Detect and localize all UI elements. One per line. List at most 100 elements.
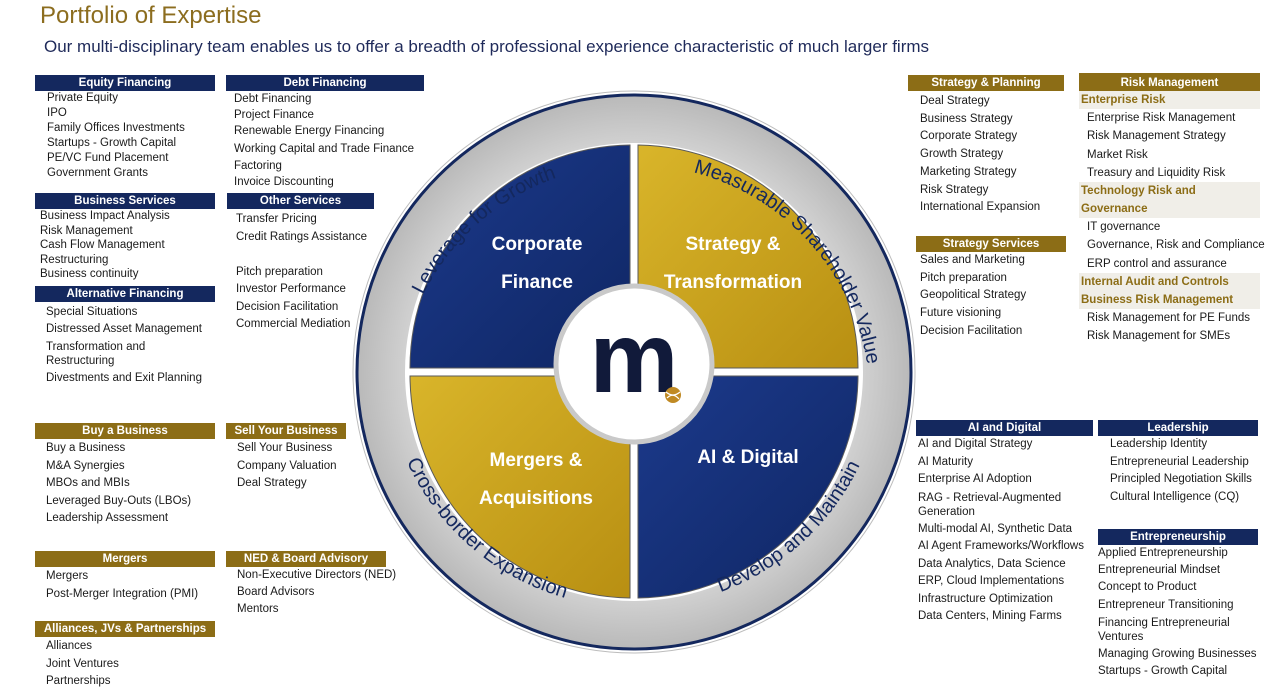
list-item: M&A Synergies — [46, 459, 125, 472]
list-item: Decision Facilitation — [236, 300, 339, 313]
list-item: Invoice Discounting — [234, 175, 334, 188]
quadrant-label: Mergers & — [490, 450, 583, 471]
list-item: Special Situations — [46, 306, 138, 318]
list-item: Startups - Growth Capital — [1098, 665, 1228, 678]
list-item: Applied Entrepreneurship — [1098, 547, 1228, 559]
list-item: Business Impact Analysis — [40, 210, 170, 222]
list-item: Board Advisors — [237, 586, 315, 598]
list-item: Risk Strategy — [920, 183, 989, 196]
quadrant-mergers-acquisitions — [409, 375, 631, 599]
list-item: Entrepreneurial Leadership — [1110, 455, 1249, 468]
risk-group-title: Business Risk Management — [1079, 291, 1260, 310]
list-item: Marketing Strategy — [920, 165, 1017, 178]
list-item: Enterprise AI Adoption — [918, 473, 1032, 485]
risk-group-title: Internal Audit and Controls — [1079, 273, 1260, 292]
list-item: Multi-modal AI, Synthetic Data — [918, 522, 1073, 535]
list-item: Alliances — [46, 640, 93, 652]
list-item: MBOs and MBIs — [46, 477, 130, 489]
list-item: Deal Strategy — [920, 95, 990, 107]
list-item: Transformation and Restructuring — [46, 341, 146, 367]
list-item: Buy a Business — [46, 442, 126, 454]
box-header: Leadership — [1098, 420, 1258, 436]
list-item: Risk Management Strategy — [1087, 130, 1226, 143]
box-header: Strategy Services — [916, 236, 1066, 252]
list-item: Non-Executive Directors (NED) — [237, 569, 397, 581]
box-header: Equity Financing — [35, 75, 215, 91]
ring-label-shareholder: Measurable Shareholder Value — [692, 156, 884, 366]
list-item: Credit Ratings Assistance — [236, 230, 368, 243]
ned-board-box: NED & Board Advisory Non-Executive Direc… — [226, 551, 397, 618]
list-item: Treasury and Liquidity Risk — [1087, 166, 1226, 179]
logo-circle — [553, 283, 715, 445]
wheel-ring — [355, 93, 913, 651]
box-header: NED & Board Advisory — [226, 551, 386, 567]
quadrant-label: Strategy & — [685, 234, 780, 255]
list-item: AI Agent Frameworks/Workflows — [918, 540, 1084, 552]
list-item: Managing Growing Businesses — [1098, 647, 1257, 660]
list-item: Entrepreneur Transitioning — [1098, 598, 1234, 611]
list-item: Mergers — [46, 570, 89, 582]
list-item: Project Finance — [234, 109, 314, 122]
list-item: Distressed Asset Management — [46, 323, 202, 335]
logo-letter: m — [590, 302, 679, 414]
list-item: Transfer Pricing — [236, 213, 317, 225]
item-list: Non-Executive Directors (NED) Board Advis… — [226, 567, 397, 618]
list-item: Deal Strategy — [237, 477, 307, 489]
list-item: Financing Entrepreneurial Ventures — [1098, 616, 1230, 643]
list-item: Business continuity — [40, 268, 139, 280]
list-item: Factoring — [234, 159, 282, 172]
list-item: IT governance — [1087, 221, 1161, 234]
list-item: Government Grants — [47, 167, 148, 179]
list-item: Corporate Strategy — [920, 130, 1018, 143]
list-item: Working Capital and Trade Finance — [234, 142, 415, 155]
list-item: Risk Management for PE Funds — [1087, 312, 1250, 325]
list-item: Principled Negotiation Skills — [1110, 473, 1252, 485]
ring-label-cross-border: Cross-border Expansion — [402, 454, 570, 603]
list-item: Debt Financing — [234, 93, 312, 105]
list-item: Investor Performance — [236, 283, 346, 295]
list-item: Mentors — [237, 603, 279, 615]
list-item: Post-Merger Integration (PMI) — [46, 587, 199, 600]
list-item: Restructuring — [40, 253, 109, 266]
quadrant-ai-digital — [637, 375, 859, 599]
quadrant-label: Corporate — [492, 234, 583, 255]
list-item: Infrastructure Optimization — [918, 592, 1053, 605]
list-item: Decision Facilitation — [920, 324, 1023, 337]
list-item: Market Risk — [1087, 148, 1148, 161]
box-header: AI and Digital — [916, 420, 1093, 436]
list-item: Data Centers, Mining Farms — [918, 610, 1062, 622]
list-item: Renewable Energy Financing — [234, 125, 385, 138]
business-services-box: Business Services Business Impact Analys… — [35, 193, 215, 282]
list-item: Data Analytics, Data Science — [918, 557, 1066, 570]
list-item: Family Offices Investments — [47, 122, 185, 134]
list-item: Risk Management for SMEs — [1087, 330, 1231, 343]
list-item: Private Equity — [47, 92, 118, 104]
box-header: Risk Management — [1079, 73, 1260, 91]
box-header: Strategy & Planning — [908, 75, 1064, 91]
page-title: Portfolio of Expertise — [40, 2, 262, 29]
box-header: Mergers — [35, 551, 215, 567]
risk-group-title: Enterprise Risk — [1079, 91, 1260, 109]
quadrant-corporate-finance — [409, 144, 631, 369]
list-item: Cultural Intelligence (CQ) — [1110, 490, 1240, 503]
list-item: Company Valuation — [237, 459, 337, 472]
box-header: Alliances, JVs & Partnerships — [35, 621, 215, 637]
list-item: AI and Digital Strategy — [918, 438, 1033, 450]
list-item: Geopolitical Strategy — [920, 289, 1027, 302]
wheel-outer-border — [352, 90, 916, 654]
alternative-financing-box: Alternative Financing Special Situations… — [35, 286, 215, 387]
list-item: Commercial Mediation — [236, 318, 351, 330]
list-item — [236, 246, 374, 264]
